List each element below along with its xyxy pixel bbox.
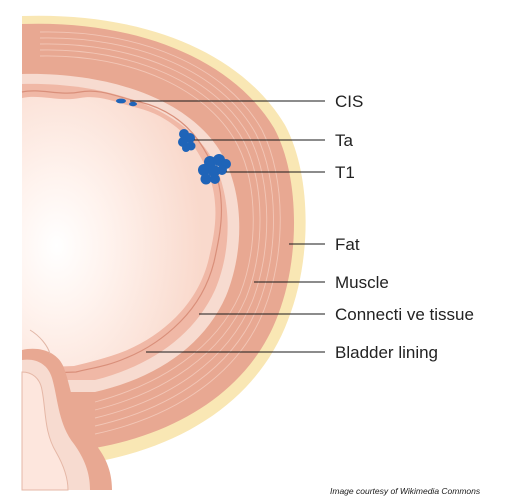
label-connective-tissue: Connecti ve tissue bbox=[335, 305, 474, 324]
tumor-ta bbox=[178, 129, 196, 152]
bladder-neck bbox=[21, 329, 112, 491]
label-ta: Ta bbox=[335, 131, 354, 150]
label-muscle: Muscle bbox=[335, 273, 389, 292]
image-credit: Image courtesy of Wikimedia Commons bbox=[330, 486, 481, 496]
tumor-t1 bbox=[198, 154, 231, 185]
lining-wavy-edge bbox=[21, 90, 223, 375]
label-fat: Fat bbox=[335, 235, 360, 254]
tumor-cis bbox=[116, 98, 137, 107]
label-bladder-lining: Bladder lining bbox=[335, 343, 438, 362]
label-cis: CIS bbox=[335, 92, 363, 111]
label-t1: T1 bbox=[335, 163, 355, 182]
bladder-lumen bbox=[22, 96, 216, 368]
muscle-fibers bbox=[39, 31, 281, 435]
